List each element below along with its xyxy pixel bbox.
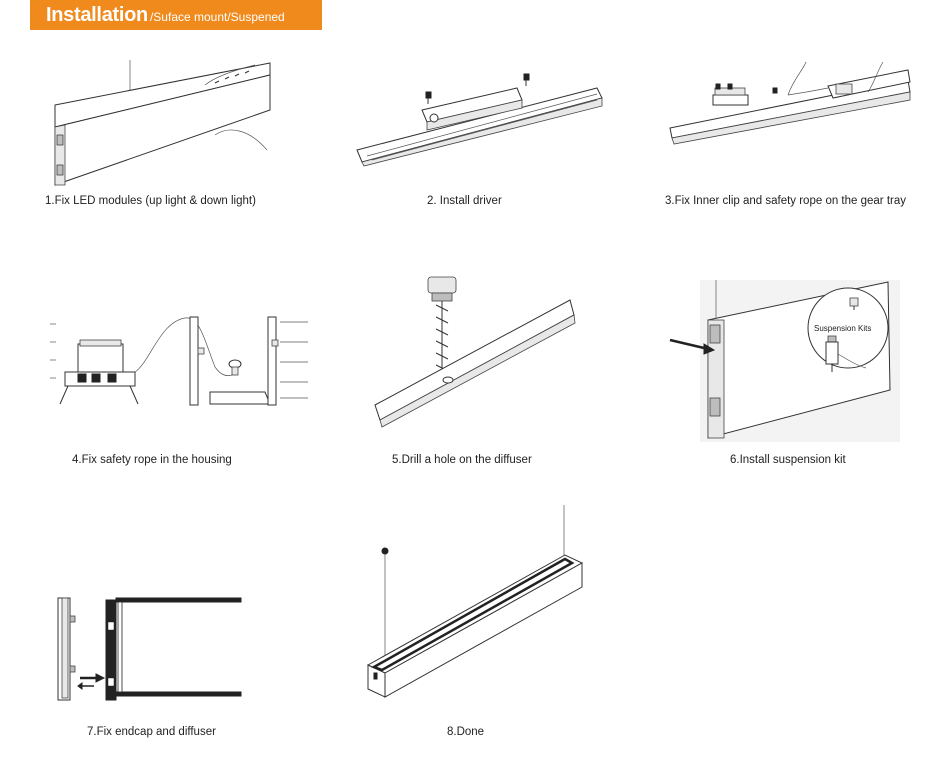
step-1-caption: 1.Fix LED modules (up light & down light… [45,195,256,207]
step-1-drawing [54,60,271,186]
step-4-drawing [50,316,308,406]
step-2-caption: 2. Install driver [427,195,502,207]
section-header: Installation /Suface mount/Suspened [30,0,322,30]
step-7-drawing [57,597,242,701]
step-5-caption: 5.Drill a hole on the diffuser [392,454,532,466]
section-subtitle: /Suface mount/Suspened [149,10,285,24]
step-2-illustration [352,70,612,170]
section-title: Installation [46,4,148,26]
step-4-caption: 4.Fix safety rope in the housing [72,454,232,466]
suspension-kits-label: Suspension Kits [814,324,872,333]
step-8-caption: 8.Done [447,726,485,738]
step-1-illustration [45,55,285,186]
step-4-illustration [50,312,315,407]
step-3-drawing [669,61,911,145]
step-6-caption: 6.Install suspension kit [730,454,846,466]
step-3-caption: 3.Fix Inner clip and safety rope on the … [665,195,906,207]
step-3-illustration [668,60,913,150]
step-6-illustration: Suspension Kits [668,280,900,442]
step-5-drawing [374,276,576,428]
step-5-illustration [370,275,580,430]
step-7-illustration [56,596,242,706]
step-7-caption: 7.Fix endcap and diffuser [87,726,216,738]
step-6-drawing [669,280,900,442]
step-8-illustration [360,505,590,700]
step-8-drawing [366,505,584,698]
step-2-drawing [356,73,603,167]
